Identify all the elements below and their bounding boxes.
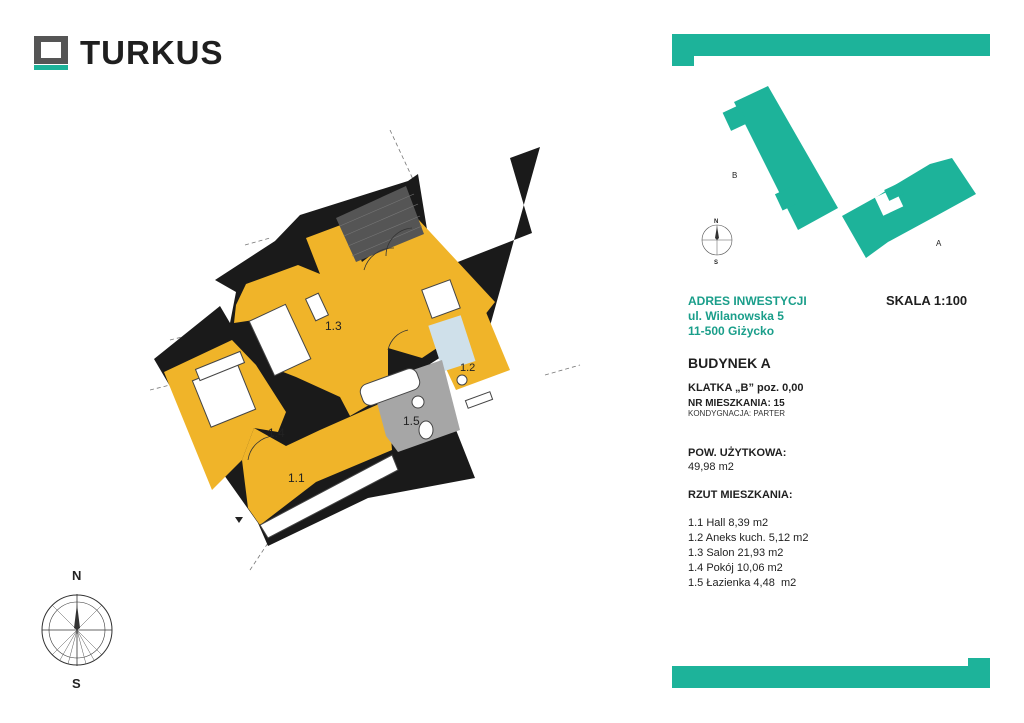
label-1-5: 1.5 xyxy=(403,414,420,428)
flat-number: NR MIESZKANIA: 15 xyxy=(688,398,785,409)
site-plan: B A N S xyxy=(701,86,976,266)
site-compass-icon xyxy=(701,224,733,256)
site-label-a: A xyxy=(936,239,942,248)
investment-title: ADRES INWESTYCJI xyxy=(688,294,807,308)
turkus-logo-icon xyxy=(34,36,68,70)
accent-bar-bottom xyxy=(672,666,990,688)
label-1-3: 1.3 xyxy=(325,319,342,333)
scale-label: SKALA 1:100 xyxy=(886,293,968,308)
site-south: S xyxy=(714,260,718,266)
compass-north-label: N xyxy=(72,568,81,583)
compass-rose: N S xyxy=(41,568,113,691)
room-hall xyxy=(242,400,392,525)
room-item: 1.2 Aneks kuch. 5,12 m2 xyxy=(688,532,809,544)
site-label-b: B xyxy=(732,171,737,180)
rooms-title: RZUT MIESZKANIA: xyxy=(688,489,793,501)
site-building-b xyxy=(722,86,838,230)
accent-bar-top xyxy=(672,34,990,56)
room-item: 1.3 Salon 21,93 m2 xyxy=(688,547,784,559)
site-building-a xyxy=(842,158,976,258)
staircase-label: KLATKA „B” poz. 0,00 xyxy=(688,382,804,394)
floor-plan: 1.3 1.2 1.4 1.5 1.1 xyxy=(150,130,581,571)
label-1-4: 1.4 xyxy=(268,426,285,440)
investment-city: 11-500 Giżycko xyxy=(688,324,775,338)
logo-text: TURKUS xyxy=(80,34,224,71)
room-item: 1.4 Pokój 10,06 m2 xyxy=(688,562,783,574)
accent-bar-bottom-corner xyxy=(968,658,990,688)
room-salon xyxy=(234,219,495,416)
usable-area-label: POW. UŻYTKOWA: xyxy=(688,447,787,459)
site-north: N xyxy=(714,219,718,225)
storey-label: KONDYGNACJA: PARTER xyxy=(688,409,786,418)
rooms-list: 1.1 Hall 8,39 m2 1.2 Aneks kuch. 5,12 m2… xyxy=(688,516,808,591)
label-1-2: 1.2 xyxy=(460,362,475,374)
room-item: 1.1 Hall 8,39 m2 xyxy=(688,517,769,529)
label-1-1: 1.1 xyxy=(288,471,305,485)
usable-area-value: 49,98 m2 xyxy=(688,461,734,473)
investment-street: ul. Wilanowska 5 xyxy=(688,309,784,323)
compass-south-label: S xyxy=(72,676,81,691)
building-label: BUDYNEK A xyxy=(688,355,771,371)
room-item: 1.5 Łazienka 4,48 m2 xyxy=(688,577,797,589)
accent-bar-top-corner xyxy=(672,34,694,66)
